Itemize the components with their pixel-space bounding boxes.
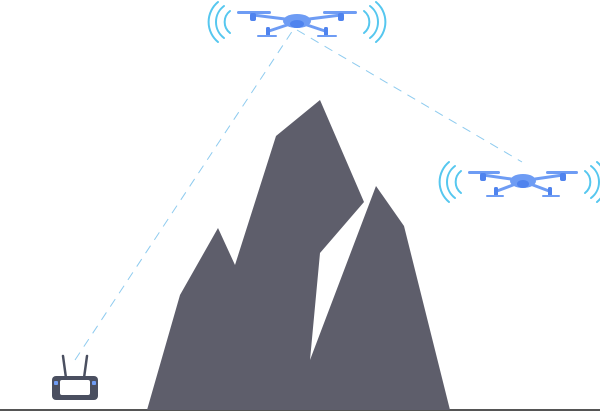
link-controller-to-relay-drone xyxy=(74,29,294,361)
signal-waves-right-icon xyxy=(363,1,387,43)
signal-waves-right-icon xyxy=(584,161,600,203)
drone-icon xyxy=(468,171,578,197)
remote-controller-icon xyxy=(52,354,98,400)
signal-waves-left-icon xyxy=(438,161,462,203)
link-relay-drone-to-target-drone xyxy=(296,29,523,163)
drone-icon xyxy=(237,11,357,37)
remote-controller xyxy=(52,354,98,400)
relay-drone xyxy=(207,1,387,43)
mountain-icon xyxy=(147,100,450,410)
target-drone xyxy=(438,161,600,203)
signal-waves-left-icon xyxy=(207,1,231,43)
